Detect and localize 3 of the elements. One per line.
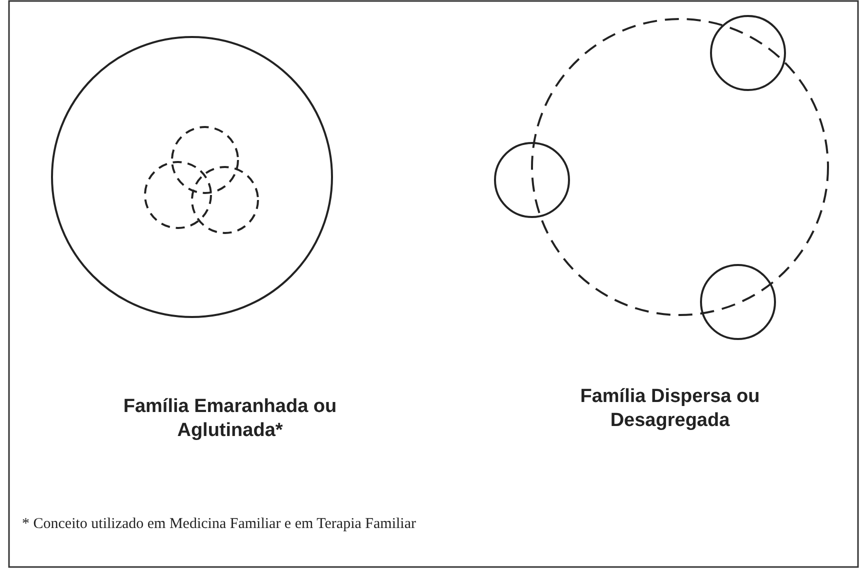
footnote: * Conceito utilizado em Medicina Familiar e em Terapia Familiar (22, 515, 417, 534)
figure-caption: Família Dispersa ou Desagregada (579, 385, 761, 432)
figure-caption: Família Emaranhada ou Aglutinada* (122, 395, 338, 442)
